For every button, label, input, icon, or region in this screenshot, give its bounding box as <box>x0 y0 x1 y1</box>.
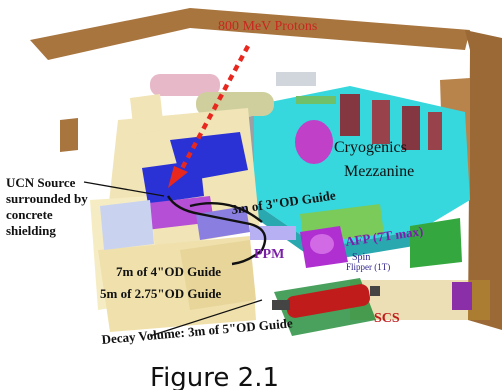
guide-lines <box>166 195 267 266</box>
label-protons: 800 MeV Protons <box>218 19 317 34</box>
label-ucn-source: UCN Source surrounded by concrete shield… <box>6 175 88 238</box>
scs-decay-volume <box>272 278 380 336</box>
source-blocks <box>100 132 296 250</box>
label-scs: SCS <box>374 311 400 326</box>
label-guide-4in: 7m of 4"OD Guide <box>116 264 221 279</box>
afp-magnet <box>300 226 348 268</box>
label-mezzanine: Mezzanine <box>344 163 414 180</box>
beam-arrow <box>168 44 250 188</box>
figure-caption: Figure 2.1 <box>150 363 279 390</box>
label-cryogenics: Cryogenics <box>334 139 407 156</box>
label-ppm: PPM <box>254 247 284 262</box>
ucn-source-line-4: shielding <box>6 223 56 238</box>
ucn-source-line-3: concrete <box>6 207 53 222</box>
label-guide-275in: 5m of 2.75"OD Guide <box>100 286 222 301</box>
cryo-equipment <box>295 94 442 164</box>
label-flipper: Flipper (1T) <box>346 262 390 272</box>
ucn-source-line-1: UCN Source <box>6 175 76 190</box>
leader-lines <box>83 181 263 337</box>
ucn-source-line-2: surrounded by <box>6 191 88 206</box>
label-spin: Spin <box>352 252 370 263</box>
